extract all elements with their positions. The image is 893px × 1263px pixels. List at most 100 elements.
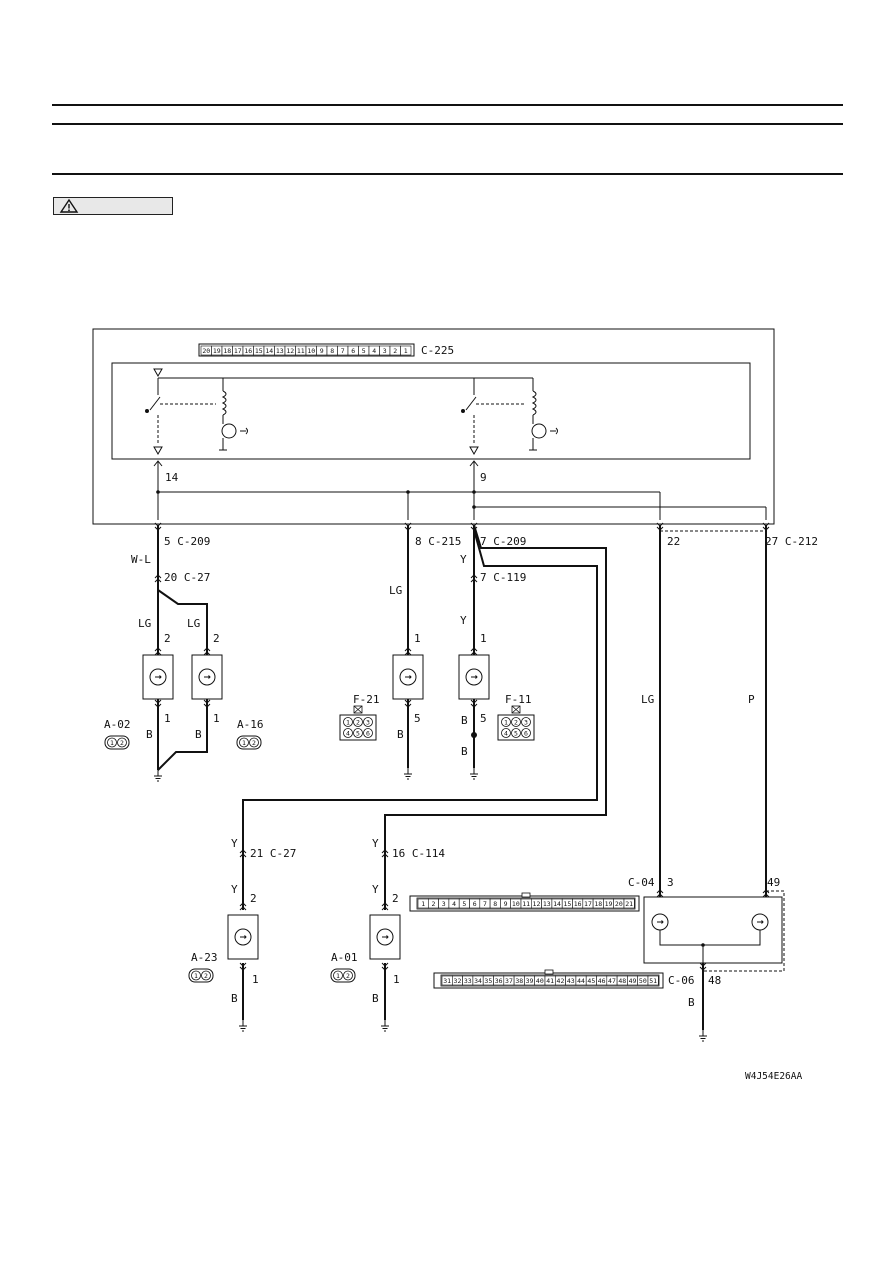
relay-right — [461, 377, 558, 456]
c225-pin: 11 — [297, 347, 305, 355]
relay-left — [145, 368, 474, 456]
svg-text:2: 2 — [250, 892, 257, 905]
c225-pin: 20 — [202, 347, 210, 355]
c06-pin: 46 — [598, 977, 606, 985]
c06-cell — [647, 975, 659, 986]
c225-pin: 18 — [223, 347, 231, 355]
ecu-c06-pin-48: 48 — [708, 974, 721, 987]
c225-pin: 4 — [372, 347, 376, 355]
top-rule — [52, 104, 843, 106]
ecu-box — [643, 889, 785, 1042]
c225-pin: 8 — [330, 347, 334, 355]
svg-text:1: 1 — [194, 972, 198, 980]
svg-text:1: 1 — [414, 632, 421, 645]
c225-cell — [400, 345, 412, 356]
svg-text:5: 5 — [356, 730, 360, 738]
svg-text:2: 2 — [346, 972, 350, 980]
c225-pin: 9 — [320, 347, 324, 355]
sensor-a01: 2 1 A-01 — [331, 892, 401, 1032]
c04-pin: 14 — [553, 900, 561, 908]
relay-terminal-14: 14 — [165, 471, 179, 484]
sensor-a16-label: A-16 — [237, 718, 264, 731]
wire-color-y-a01-top: Y — [372, 837, 379, 850]
svg-text:1: 1 — [393, 973, 400, 986]
svg-text:2: 2 — [120, 739, 124, 747]
svg-text:1: 1 — [213, 712, 220, 725]
label-c209-left: 5 C-209 — [164, 535, 210, 548]
c04-pin: 3 — [442, 900, 446, 908]
wire-color-lg-ecu: LG — [641, 693, 654, 706]
wire-color-b-a16: B — [195, 728, 202, 741]
svg-text:2: 2 — [392, 892, 399, 905]
c225-pin: 5 — [362, 347, 366, 355]
c04-pin: 9 — [504, 900, 508, 908]
svg-text:2: 2 — [356, 719, 360, 727]
svg-text:2: 2 — [213, 632, 220, 645]
svg-text:4: 4 — [504, 730, 508, 738]
connector-icon-f21: 1 2 3 4 5 6 — [339, 705, 377, 741]
c225-pin: 17 — [234, 347, 242, 355]
label-c209-right: 7 C-209 — [480, 535, 526, 548]
wire-color-b-f11-ground: B — [461, 745, 468, 758]
relay-terminal-9: 9 — [480, 471, 487, 484]
c04-pin: 19 — [605, 900, 613, 908]
middle-rule — [52, 123, 843, 125]
c06-pin: 47 — [608, 977, 616, 985]
c04-pin: 2 — [431, 900, 435, 908]
svg-text:3: 3 — [524, 719, 528, 727]
c04-pin: 21 — [625, 900, 633, 908]
c06-pin: 51 — [649, 977, 657, 985]
svg-text:2: 2 — [164, 632, 171, 645]
c06-pin: 41 — [546, 977, 554, 985]
c225-pin: 1 — [404, 347, 408, 355]
c06-pin: 44 — [577, 977, 585, 985]
svg-text:1: 1 — [242, 739, 246, 747]
c225-pin: 16 — [244, 347, 252, 355]
c06-pin: 49 — [629, 977, 637, 985]
ecu-c04-pin-3: 3 — [667, 876, 674, 889]
wire-color-y-a23-top: Y — [231, 837, 238, 850]
c06-pin: 33 — [464, 977, 472, 985]
wire-color-lg-a02: LG — [138, 617, 151, 630]
wire-color-y-a23: Y — [231, 883, 238, 896]
c225-pin: 7 — [341, 347, 345, 355]
c225-pin: 12 — [286, 347, 294, 355]
sensor-f11: 1 5 F-11 — [458, 632, 532, 780]
c225-pin: 3 — [383, 347, 387, 355]
diagram-code: W4J54E26AA — [745, 1071, 802, 1082]
c04-pin: 13 — [543, 900, 551, 908]
wires — [157, 524, 767, 1030]
svg-text:1: 1 — [164, 712, 171, 725]
c04-pin: 12 — [533, 900, 541, 908]
svg-text:1: 1 — [504, 719, 508, 727]
c04-pin: 5 — [462, 900, 466, 908]
c06-pin: 48 — [618, 977, 626, 985]
c225-pin: 10 — [307, 347, 315, 355]
sensor-a01-label: A-01 — [331, 951, 358, 964]
sensor-a23-label: A-23 — [191, 951, 218, 964]
wire-color-y-f11: Y — [460, 614, 467, 627]
c04-pin: 8 — [493, 900, 497, 908]
svg-text:5: 5 — [514, 730, 518, 738]
c225-pin: 15 — [255, 347, 263, 355]
label-c27-top: 20 C-27 — [164, 571, 210, 584]
splice-dot — [471, 732, 477, 738]
svg-text:3: 3 — [366, 719, 370, 727]
wire-color-y-a01: Y — [372, 883, 379, 896]
c225-pin: 2 — [393, 347, 397, 355]
lower-rule — [52, 173, 843, 175]
svg-text:2: 2 — [252, 739, 256, 747]
wire-color-b-a01: B — [372, 992, 379, 1005]
connector-icon-a01: 1 2 — [330, 968, 356, 983]
c06-pin: 35 — [484, 977, 492, 985]
relay-terminals — [153, 460, 479, 467]
sensor-a16: 2 1 A-16 — [191, 632, 264, 731]
c225-pin: 13 — [276, 347, 284, 355]
label-c119: 7 C-119 — [480, 571, 526, 584]
wire-color-b-f11: B — [461, 714, 468, 727]
c04-pin: 16 — [574, 900, 582, 908]
label-c27-bottom: 21 C-27 — [250, 847, 296, 860]
